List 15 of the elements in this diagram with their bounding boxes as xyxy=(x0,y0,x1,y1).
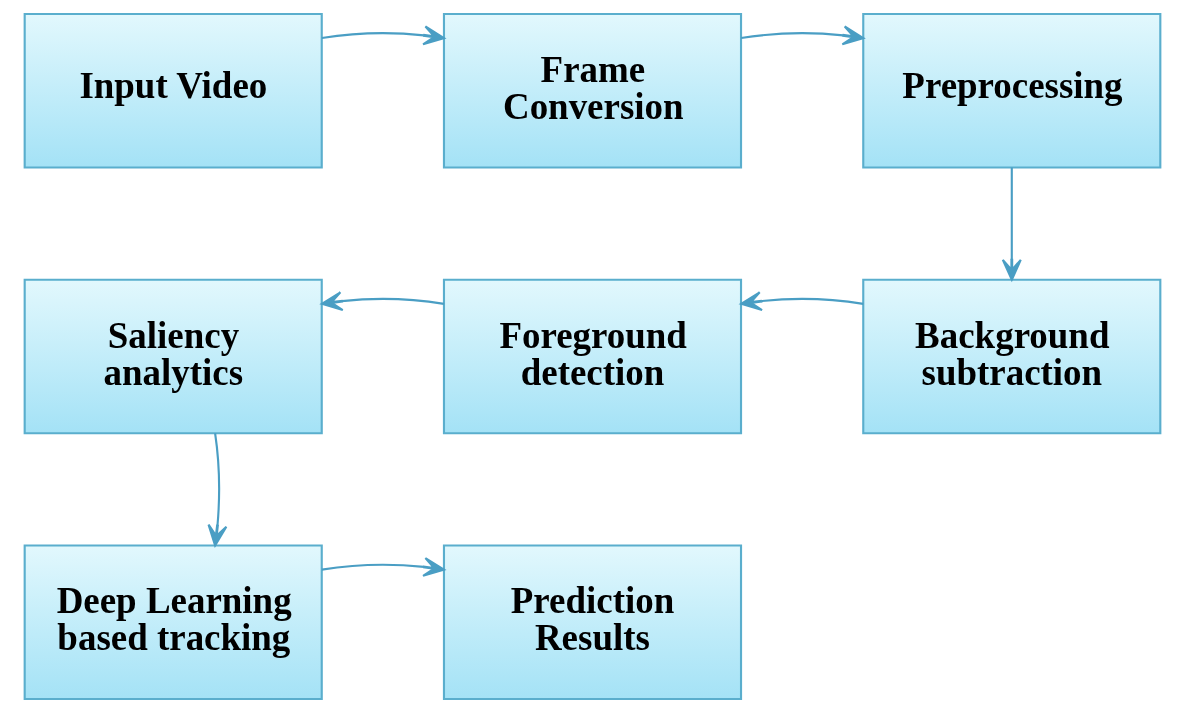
arrow xyxy=(321,557,445,577)
node-box: Input Video xyxy=(23,12,323,169)
node-box: Frame Conversion xyxy=(442,12,742,169)
node-box: Deep Learning based tracking xyxy=(23,544,323,701)
arrow xyxy=(321,25,445,46)
node-box: Saliency analytics xyxy=(23,278,323,435)
arrow xyxy=(739,291,863,312)
node-box: Prediction Results xyxy=(442,544,742,701)
arrow xyxy=(1001,167,1022,281)
node-box: Background subtraction xyxy=(861,278,1161,435)
node-box: Preprocessing xyxy=(861,12,1161,169)
node-box: Foreground detection xyxy=(442,278,742,435)
arrow xyxy=(740,25,864,46)
arrow xyxy=(207,433,227,547)
arrow xyxy=(320,291,444,312)
